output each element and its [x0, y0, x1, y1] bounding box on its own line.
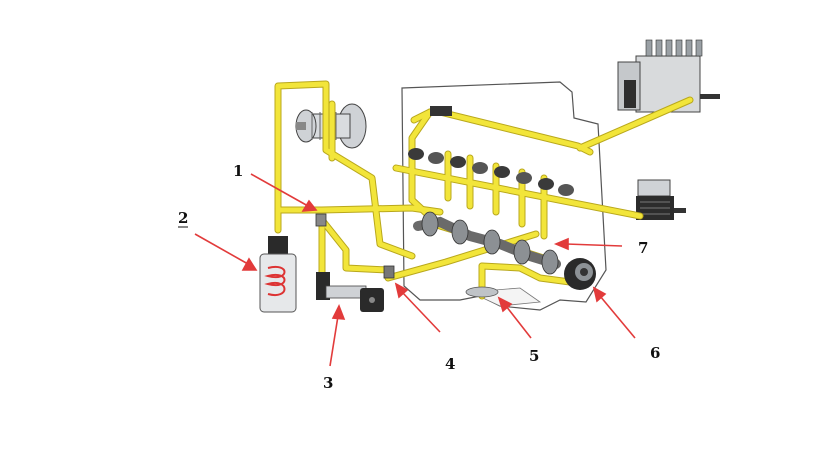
injection-pump — [618, 40, 720, 112]
callout-label-7: 7 — [638, 239, 648, 257]
component-1-sensor — [316, 214, 326, 226]
air-compressor — [636, 180, 686, 220]
callout-label-1: 1 — [233, 162, 243, 180]
component-4-valve — [384, 266, 394, 278]
callout-label-5: 5 — [529, 347, 539, 365]
component-5-oil-pickup — [466, 287, 498, 297]
callout-label-6: 6 — [650, 344, 660, 362]
component-6-oil-pump — [564, 258, 596, 290]
callout-label-2: 2 — [178, 209, 188, 227]
component-2-oil-filter — [260, 236, 296, 312]
callout-label-3: 3 — [323, 374, 333, 392]
component-3-oil-cooler — [316, 272, 384, 312]
callout-label-4: 4 — [445, 355, 455, 373]
